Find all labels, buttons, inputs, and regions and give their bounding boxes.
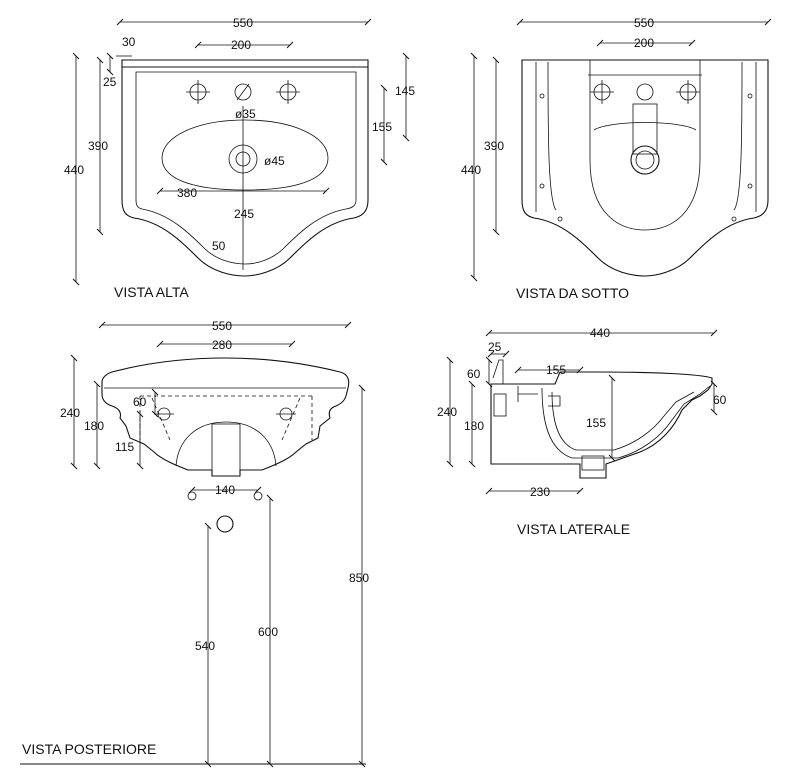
side-view-outline (490, 371, 713, 479)
dim-drain-hole: ø45 (264, 154, 285, 168)
side-dim-rim-height: 60 (467, 367, 481, 381)
bottom-view-title: VISTA DA SOTTO (516, 285, 629, 301)
rear-view-title: VISTA POSTERIORE (22, 741, 156, 757)
side-view-bowl-inner (551, 391, 695, 451)
side-view-bowl-outer (541, 385, 711, 459)
rear-dim-height-inner: 180 (84, 419, 104, 433)
tap-hole-right (276, 80, 300, 104)
dim-edge: 30 (122, 35, 136, 49)
rear-dim-install-height: 850 (349, 571, 369, 585)
bottom-fix-points (539, 93, 753, 222)
top-view-outline (121, 59, 369, 277)
bottom-dim-tap-spacing: 200 (634, 36, 654, 50)
dim-drain-offset: 155 (372, 120, 392, 134)
rear-mount-left (154, 407, 174, 421)
top-view-inner-rim (135, 71, 357, 265)
bottom-view-bowl (589, 60, 701, 231)
rear-view-bowl (175, 421, 277, 467)
bottom-view-drain-inner (635, 150, 655, 170)
side-dim-drain-depth: 155 (586, 416, 606, 430)
waste-hole-right (253, 491, 263, 501)
dim-bowl-width: 380 (177, 186, 197, 200)
side-view-back-lip (492, 359, 504, 384)
rear-dim-height-total: 240 (60, 406, 80, 420)
dim-tap-spacing: 200 (231, 38, 251, 52)
rear-mount-right (276, 407, 296, 421)
bottom-view-outline (521, 59, 769, 277)
side-view-tap (517, 386, 538, 402)
bottom-tap-right (676, 80, 700, 104)
side-view: 440 25 60 155 240 180 155 60 230 VISTA L… (437, 326, 727, 537)
rear-dim-mount-spacing: 280 (212, 338, 232, 352)
dim-bowl-front: 50 (212, 239, 226, 253)
bottom-tap-left (590, 80, 614, 104)
side-view-overflow (548, 395, 561, 407)
rear-dim-waste-spacing: 140 (215, 483, 235, 497)
bottom-view-drain (630, 145, 660, 175)
side-view-title: VISTA LATERALE (517, 521, 630, 537)
top-view-title: VISTA ALTA (114, 284, 189, 300)
dim-depth-total: 440 (64, 163, 84, 177)
supply-pipe (216, 515, 234, 533)
side-dim-tap-offset: 155 (546, 363, 566, 377)
rear-view: 550 280 240 180 60 115 140 540 600 850 V… (20, 319, 369, 768)
top-view: 550 200 30 25 390 440 145 155 ø35 ø45 38… (64, 16, 415, 300)
bottom-view-side-ribs (535, 62, 757, 212)
rear-view-hidden-edges (139, 395, 313, 440)
dim-rim: 25 (103, 75, 117, 89)
dim-front: 145 (395, 84, 415, 98)
top-view-bowl (161, 119, 329, 191)
rear-view-outline (101, 357, 350, 477)
dim-tap-hole: ø35 (235, 107, 256, 121)
dim-bowl-depth: 245 (234, 207, 254, 221)
rear-view-hidden-supports (151, 397, 301, 441)
bottom-dim-depth-total: 440 (461, 163, 481, 177)
bottom-dim-width: 550 (634, 16, 654, 30)
bottom-tap-center (636, 83, 654, 101)
bottom-view-bowl-curve (593, 122, 697, 131)
side-dim-height-inner: 180 (464, 419, 484, 433)
side-dim-front-lip: 60 (713, 393, 727, 407)
side-view-wall-block (493, 393, 507, 417)
bottom-view-inner-ribs (547, 61, 743, 211)
waste-hole-left (187, 491, 197, 501)
rear-view-drain (211, 423, 241, 477)
dim-width: 550 (233, 16, 253, 30)
bottom-view: 550 200 390 440 VISTA DA SOTTO (461, 16, 772, 301)
rear-dim-supply-height: 600 (258, 625, 278, 639)
rear-dim-mount-height: 60 (133, 395, 147, 409)
tap-hole-center (234, 83, 252, 101)
rear-dim-waste-height: 540 (195, 639, 215, 653)
tap-hole-left (186, 80, 210, 104)
side-dim-depth: 440 (590, 326, 610, 340)
dim-depth-bowl: 390 (88, 139, 108, 153)
rear-dim-drain-height: 115 (115, 440, 134, 454)
bottom-dim-depth-bowl: 390 (484, 139, 504, 153)
side-view-drain (581, 455, 605, 471)
side-dim-height-total: 240 (437, 405, 457, 419)
rear-dim-width: 550 (212, 319, 232, 333)
bottom-view-overflow (632, 103, 658, 155)
side-dim-base-depth: 230 (530, 485, 550, 499)
side-dim-rim: 25 (488, 340, 502, 354)
